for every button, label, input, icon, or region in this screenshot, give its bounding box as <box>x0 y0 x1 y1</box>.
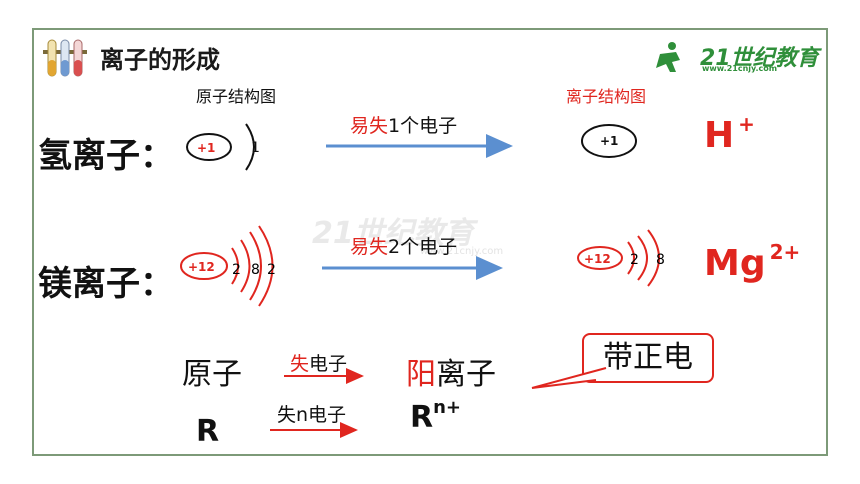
summary-atom: 原子 <box>182 357 242 392</box>
logo-text: 21世纪教育 <box>700 46 819 71</box>
hydrogen-ion-nucleus: +1 <box>600 134 618 148</box>
summary-R: R <box>196 414 220 449</box>
summary-arrow-text: 失电子 <box>290 353 348 375</box>
magnesium-shell-1: 2 <box>232 262 241 278</box>
runner-icon <box>656 42 680 72</box>
hydrogen-ion-diagram: +1 <box>581 124 637 158</box>
hydrogen-atom-shell: 1 <box>251 140 260 156</box>
hydrogen-ion-symbol: H+ <box>704 112 755 156</box>
magnesium-ion-shell-1: 2 <box>630 252 639 268</box>
logo-url: www.21cnjy.com <box>702 64 778 73</box>
page-title: 离子的形成 <box>100 46 220 74</box>
magnesium-shell-2: 8 <box>251 262 260 278</box>
watermark-text: 21世纪教育 <box>312 216 474 251</box>
magnesium-shell-3: 2 <box>267 262 276 278</box>
magnesium-arrow-text: 易失2个电子 <box>350 236 458 258</box>
hydrogen-arrow-text: 易失1个电子 <box>350 115 458 137</box>
callout-tail <box>531 367 607 389</box>
magnesium-atom-diagram: +12 2 8 2 <box>180 225 276 307</box>
hydrogen-atom-nucleus: +1 <box>197 141 215 155</box>
hydrogen-atom-diagram: +1 1 <box>186 123 260 171</box>
magnesium-ion-label: 镁离子： <box>38 264 174 304</box>
summary-arrow2-text: 失n电子 <box>277 404 347 426</box>
slide-frame <box>32 28 828 456</box>
summary-cation: 阳离子 <box>406 357 496 392</box>
atom-structure-label: 原子结构图 <box>196 87 277 106</box>
positive-charge-callout: 带正电 <box>582 333 714 383</box>
brand-logo <box>650 40 820 80</box>
ion-structure-label: 离子结构图 <box>566 87 647 106</box>
summary-Rn: Rn+ <box>410 397 462 435</box>
hydrogen-ion-label: 氢离子： <box>38 136 174 176</box>
magnesium-ion-diagram: +12 2 8 <box>577 229 665 287</box>
test-tubes-icon <box>42 38 88 84</box>
magnesium-atom-nucleus: +12 <box>188 260 215 274</box>
watermark-url: www.21cnjy.com <box>420 246 504 257</box>
magnesium-ion-nucleus: +12 <box>584 252 611 266</box>
magnesium-ion-shell-2: 8 <box>656 252 665 268</box>
